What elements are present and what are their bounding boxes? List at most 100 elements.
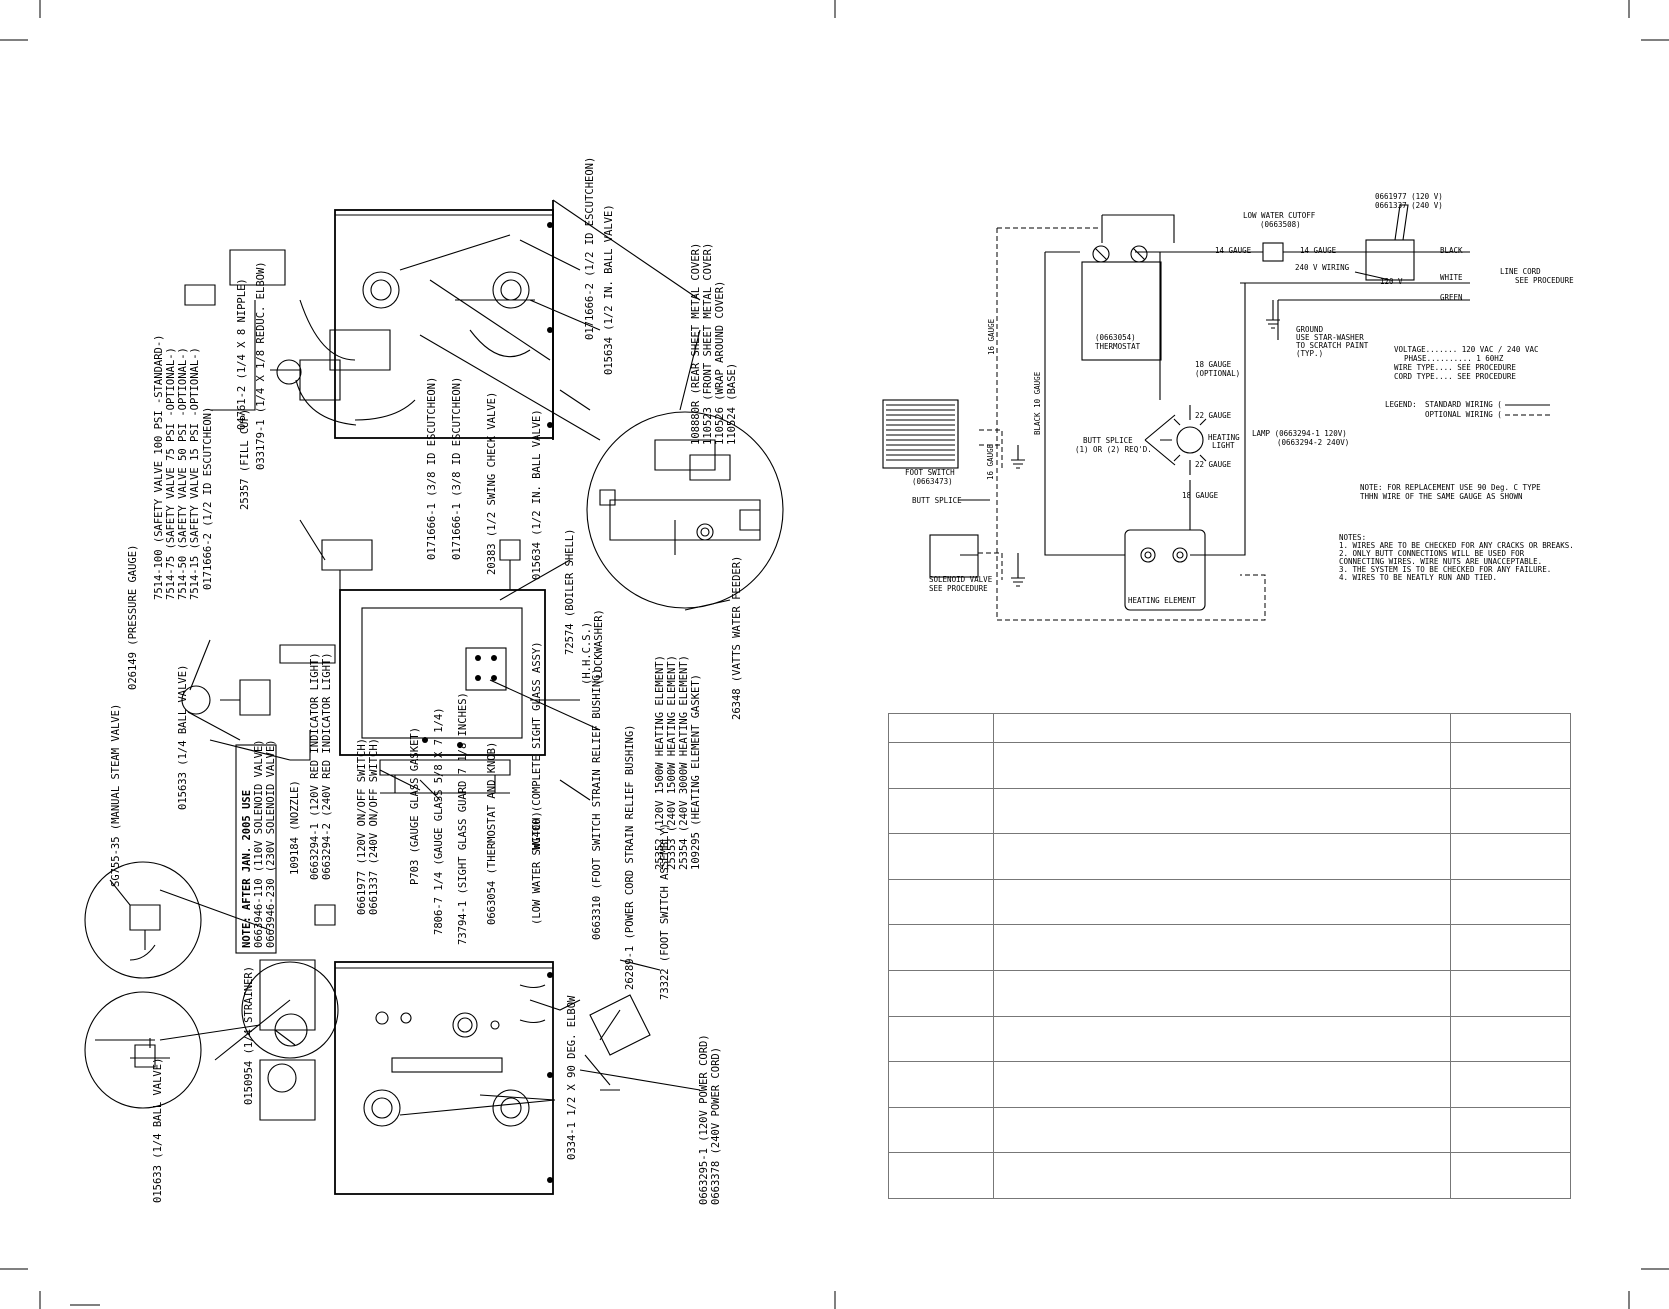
svg-text:16 GAUGE: 16 GAUGE <box>986 443 995 480</box>
detail-magnifiers <box>84 411 784 1109</box>
callout-heating-gasket: 109295 (HEATING ELEMENT GASKET) <box>690 674 702 870</box>
rear-unit-drawing <box>184 200 554 440</box>
note-box: NOTE: AFTER JAN. 2005 USE 0663946-110 (1… <box>235 739 277 954</box>
spec-phase: PHASE.......... 1 60HZ <box>1404 354 1504 363</box>
safety-valve-list: 7514-100 (SAFETY VALVE 100 PSI -STANDARD… <box>153 334 201 600</box>
table-row <box>888 924 1571 971</box>
table-row <box>888 713 1571 743</box>
foot-switch-label: FOOT SWITCH <box>905 468 955 477</box>
solenoid-valve-icon <box>929 534 979 578</box>
spec-wire-type: WIRE TYPE.... SEE PROCEDURE <box>1394 363 1516 372</box>
callout-indicator-240: 0663294-2 (240V RED INDICATOR LIGHT) <box>321 652 333 880</box>
thermostat-label: (0663054) <box>1095 333 1136 342</box>
heating-light-icon <box>1176 426 1204 454</box>
butt-splice-req-label: BUTT SPLICE <box>1083 436 1133 445</box>
callout-nozzle: 109184 (NOZZLE) <box>289 780 301 875</box>
callout-front-cover: 110523 (FRONT SHEET METAL COVER) <box>702 243 714 445</box>
wiring-labels: 0661977 (120 V) 0661337 (240 V) LOW WATE… <box>905 192 1574 605</box>
svg-text:14 GAUGE: 14 GAUGE <box>1300 246 1337 255</box>
svg-text:4. WIRES TO BE NEATLY RUN AND: 4. WIRES TO BE NEATLY RUN AND TIED. <box>1339 573 1497 582</box>
callout-heating-element-2: 25353 (240V 1500W HEATING ELEMENT) <box>666 655 678 870</box>
callout-escutcheon-half-b: 0171666-2 (1/2 ID ESCUTCHEON) <box>584 157 596 340</box>
svg-text:GROUND: GROUND <box>1296 325 1324 334</box>
table-row <box>888 1015 1571 1063</box>
svg-text:TO SCRATCH PAINT: TO SCRATCH PAINT <box>1296 341 1369 350</box>
callout-escutcheon-half: 0171666-2 (1/2 ID ESCUTCHEON) <box>202 407 214 590</box>
spec-cord-type: CORD TYPE.... SEE PROCEDURE <box>1394 372 1516 381</box>
svg-text:18 GAUGE: 18 GAUGE <box>1195 360 1232 369</box>
svg-text:BLACK 10 GAUGE: BLACK 10 GAUGE <box>1033 371 1042 435</box>
boiler-shell-drawing <box>181 539 546 794</box>
svg-text:7514-100 (SAFETY VALVE 100 PSI: 7514-100 (SAFETY VALVE 100 PSI -STANDARD… <box>153 334 165 600</box>
svg-text:(0663294-2 240V): (0663294-2 240V) <box>1277 438 1349 447</box>
table-row <box>888 742 1571 789</box>
line-cord-label: LINE CORD <box>1500 267 1541 276</box>
svg-text:18 GAUGE: 18 GAUGE <box>1182 491 1219 500</box>
table-row <box>888 833 1571 880</box>
parts-table <box>888 713 1571 1199</box>
callout-power-cord-bushing: 26289-1 (POWER CORD STRAIN RELIEF BUSHIN… <box>624 724 636 990</box>
low-water-cutoff-label: LOW WATER CUTOFF <box>1243 211 1316 220</box>
callout-heating-element-1: 25352 (120V 1500W HEATING ELEMENT) <box>654 655 666 870</box>
callout-foot-switch-assy: 73322 (FOOT SWITCH ASSEMBLY) <box>659 823 671 1000</box>
svg-text:120 V: 120 V <box>1380 277 1403 286</box>
low-water-cutoff-box <box>1262 242 1284 262</box>
callout-gauge-glass: 7806-7 1/4 (GAUGE GLASS 5/8 X 7 1/4) <box>433 707 445 935</box>
table-row <box>888 1106 1571 1154</box>
svg-text:(1) OR (2) REQ'D.: (1) OR (2) REQ'D. <box>1075 445 1152 454</box>
svg-text:THERMOSTAT: THERMOSTAT <box>1095 342 1141 351</box>
callout-ball-valve-2: 015633 (1/4 BALL VALVE) <box>177 665 189 810</box>
callout-boiler-shell: 72574 (BOILER SHELL) <box>564 529 576 655</box>
callout-low-water-switch: (LOW WATER SWITCH) <box>531 811 543 925</box>
butt-splice-label: BUTT SPLICE <box>912 496 962 505</box>
callout-strainer: 0150954 (1/4 STRAINER) <box>243 966 255 1105</box>
svg-text:16 GAUGE: 16 GAUGE <box>987 318 996 355</box>
callout-ball-valve-1: 015633 (1/4 BALL VALVE) <box>152 1058 164 1203</box>
callout-ball-valve-half-b: 015634 (1/2 IN. BALL VALVE) <box>603 204 615 375</box>
ground-icons <box>1011 300 1280 587</box>
svg-text:1. WIRES ARE TO BE CHECKED FOR: 1. WIRES ARE TO BE CHECKED FOR ANY CRACK… <box>1339 541 1574 550</box>
callout-pressure-gauge: 026149 (PRESSURE GAUGE) <box>127 545 139 690</box>
svg-text:GREEN: GREEN <box>1440 293 1463 302</box>
callout-power-cord-240: 0663378 (240V POWER CORD) <box>710 1047 722 1205</box>
wiring-diagram: 0661977 (120 V) 0661337 (240 V) LOW WATE… <box>882 192 1574 621</box>
callout-gauge-glass-gasket: P703 (GAUGE GLASS GASKET) <box>409 727 421 885</box>
callout-escutcheon-38-a: 0171666-1 (3/8 ID ESCUTCHEON) <box>426 377 438 560</box>
callout-swing-check-valve: 20383 (1/2 SWING CHECK VALVE) <box>486 392 498 575</box>
leader-lines <box>159 199 731 1116</box>
legend-optional: OPTIONAL WIRING ( <box>1425 410 1502 419</box>
callout-fill-cup: 25357 (FILL CUP) <box>239 409 251 510</box>
legend-standard: STANDARD WIRING ( <box>1425 400 1502 409</box>
switch-part-120: 0661977 (120 V) <box>1375 192 1443 201</box>
callout-ball-valve-half-a: 015634 (1/2 IN. BALL VALVE) <box>531 409 543 580</box>
replacement-note: NOTE: FOR REPLACEMENT USE 90 Deg. C TYPE <box>1360 483 1541 492</box>
callout-power-cord-120: 0663295-1 (120V POWER CORD) <box>698 1034 710 1205</box>
callout-indicator-120: 0663294-1 (120V RED INDICATOR LIGHT) <box>309 652 321 880</box>
callout-lockwasher: (LOCKWASHER) <box>593 609 605 685</box>
thermostat-box <box>1081 261 1162 361</box>
callout-rear-cover: 108880R (REAR SHEET METAL COVER) <box>690 243 702 445</box>
svg-text:240 V WIRING: 240 V WIRING <box>1295 263 1350 272</box>
callout-thermostat: 0663054 (THERMOSTAT AND KNOB) <box>486 742 498 925</box>
heating-light-label: HEATING <box>1208 433 1240 442</box>
callout-escutcheon-38-b: 0171666-1 (3/8 ID ESCUTCHEON) <box>451 377 463 560</box>
heating-element-box <box>1124 529 1206 611</box>
svg-text:22 GAUGE: 22 GAUGE <box>1195 411 1232 420</box>
callout-heating-element-3: 25354 (240V 3000W HEATING ELEMENT) <box>678 655 690 870</box>
svg-text:22 GAUGE: 22 GAUGE <box>1195 460 1232 469</box>
svg-text:14 GAUGE: 14 GAUGE <box>1215 246 1252 255</box>
spec-voltage: VOLTAGE....... 120 VAC / 240 VAC <box>1394 345 1539 354</box>
svg-text:2. ONLY BUTT CONNECTIONS WILL: 2. ONLY BUTT CONNECTIONS WILL BE USED FO… <box>1339 549 1525 558</box>
callout-switch-120: 0661977 (120V ON/OFF SWITCH) <box>356 738 368 915</box>
callout-foot-switch-bushing: 0663310 (FOOT SWITCH STRAIN RELIEF BUSHI… <box>591 668 603 940</box>
table-row <box>888 878 1571 926</box>
solenoid-label: SOLENOID VALVE <box>929 575 993 584</box>
svg-text:BLACK: BLACK <box>1440 246 1463 255</box>
svg-text:0663946-110 (110V SOLENOID VAL: 0663946-110 (110V SOLENOID VALVE) <box>253 739 265 948</box>
heating-element-label: HEATING ELEMENT <box>1128 596 1196 605</box>
svg-text:3. THE SYSTEM IS TO BE CHECKED: 3. THE SYSTEM IS TO BE CHECKED FOR ANY F… <box>1339 565 1551 574</box>
svg-text:USE STAR-WASHER: USE STAR-WASHER <box>1296 333 1364 342</box>
callout-switch-240: 0661337 (240V ON/OFF SWITCH) <box>368 738 380 915</box>
svg-text:(OPTIONAL): (OPTIONAL) <box>1195 369 1240 378</box>
